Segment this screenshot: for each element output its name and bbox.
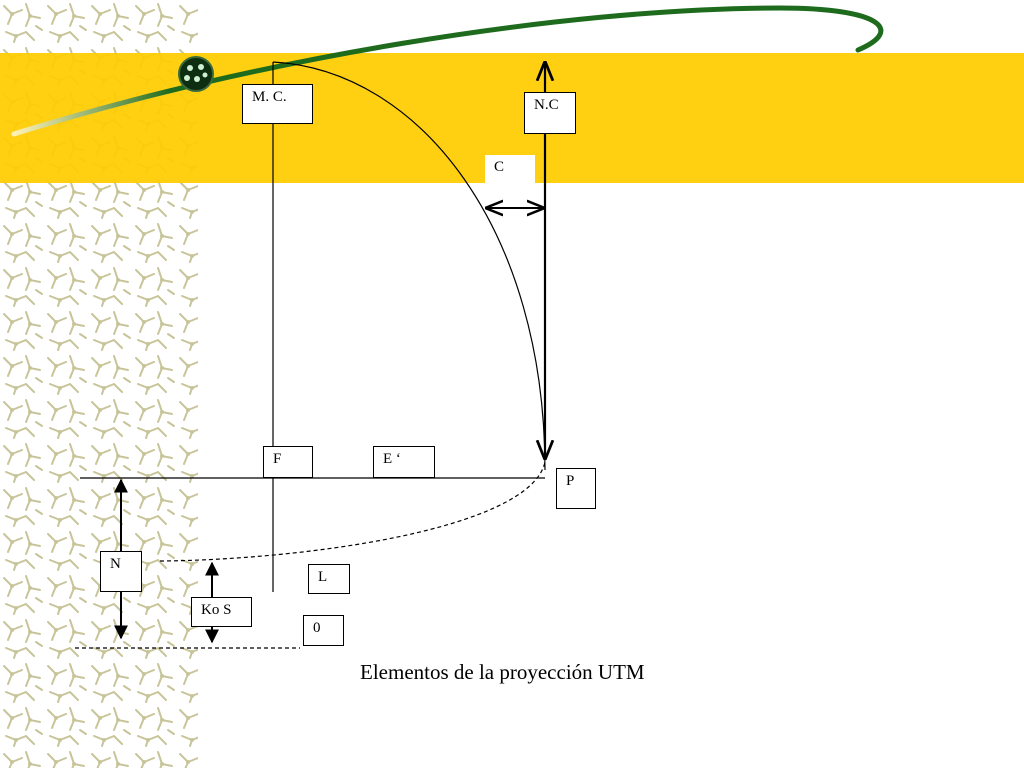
label-convergence: C — [485, 155, 535, 185]
swoosh-ball-icon — [178, 56, 214, 92]
label-point-p: P — [556, 468, 596, 509]
label-zero: 0 — [303, 615, 344, 646]
label-e: E ‘ — [373, 446, 435, 478]
dashed-parallel-arc — [159, 461, 546, 562]
label-f: F — [263, 446, 313, 478]
label-central-meridian: M. C. — [242, 84, 313, 124]
label-northing: N — [100, 551, 142, 592]
label-north-grid: N.C — [524, 92, 576, 134]
label-l: L — [308, 564, 350, 594]
meridian-arc — [272, 61, 546, 471]
label-kos: Ko S — [191, 597, 252, 627]
diagram-caption: Elementos de la proyección UTM — [360, 660, 645, 684]
